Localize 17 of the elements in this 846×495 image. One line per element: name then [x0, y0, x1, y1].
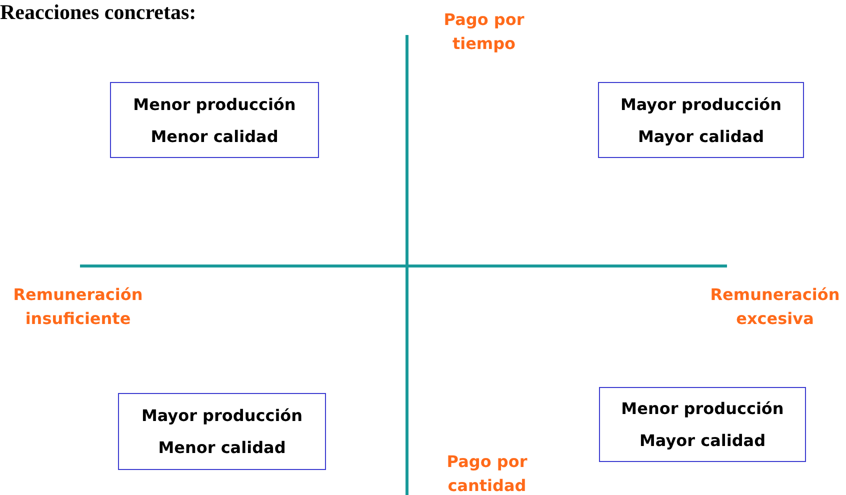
quadrant-box — [599, 387, 806, 462]
box-text: Mayor calidad — [639, 431, 766, 450]
axis-label: Pago por cantidad — [446, 451, 528, 495]
quadrant-box — [118, 393, 326, 470]
box-text: Mayor producción — [141, 406, 303, 425]
quadrant-box — [598, 82, 804, 158]
quadrant-box — [110, 82, 319, 158]
box-text: Menor calidad — [150, 126, 278, 146]
axis-label: Pago por tiempo — [442, 9, 526, 55]
box-text: Mayor producción — [620, 94, 782, 114]
axis-label: Remuneración insuficiente — [12, 284, 144, 330]
box-text: Menor producción — [133, 94, 296, 114]
box-text: Mayor calidad — [638, 126, 764, 146]
box-text: Menor producción — [621, 399, 784, 418]
box-text: Menor calidad — [158, 438, 286, 457]
axis-label: Remuneración excesiva — [709, 284, 841, 330]
diagram-title: Reacciones concretas: — [0, 0, 196, 25]
